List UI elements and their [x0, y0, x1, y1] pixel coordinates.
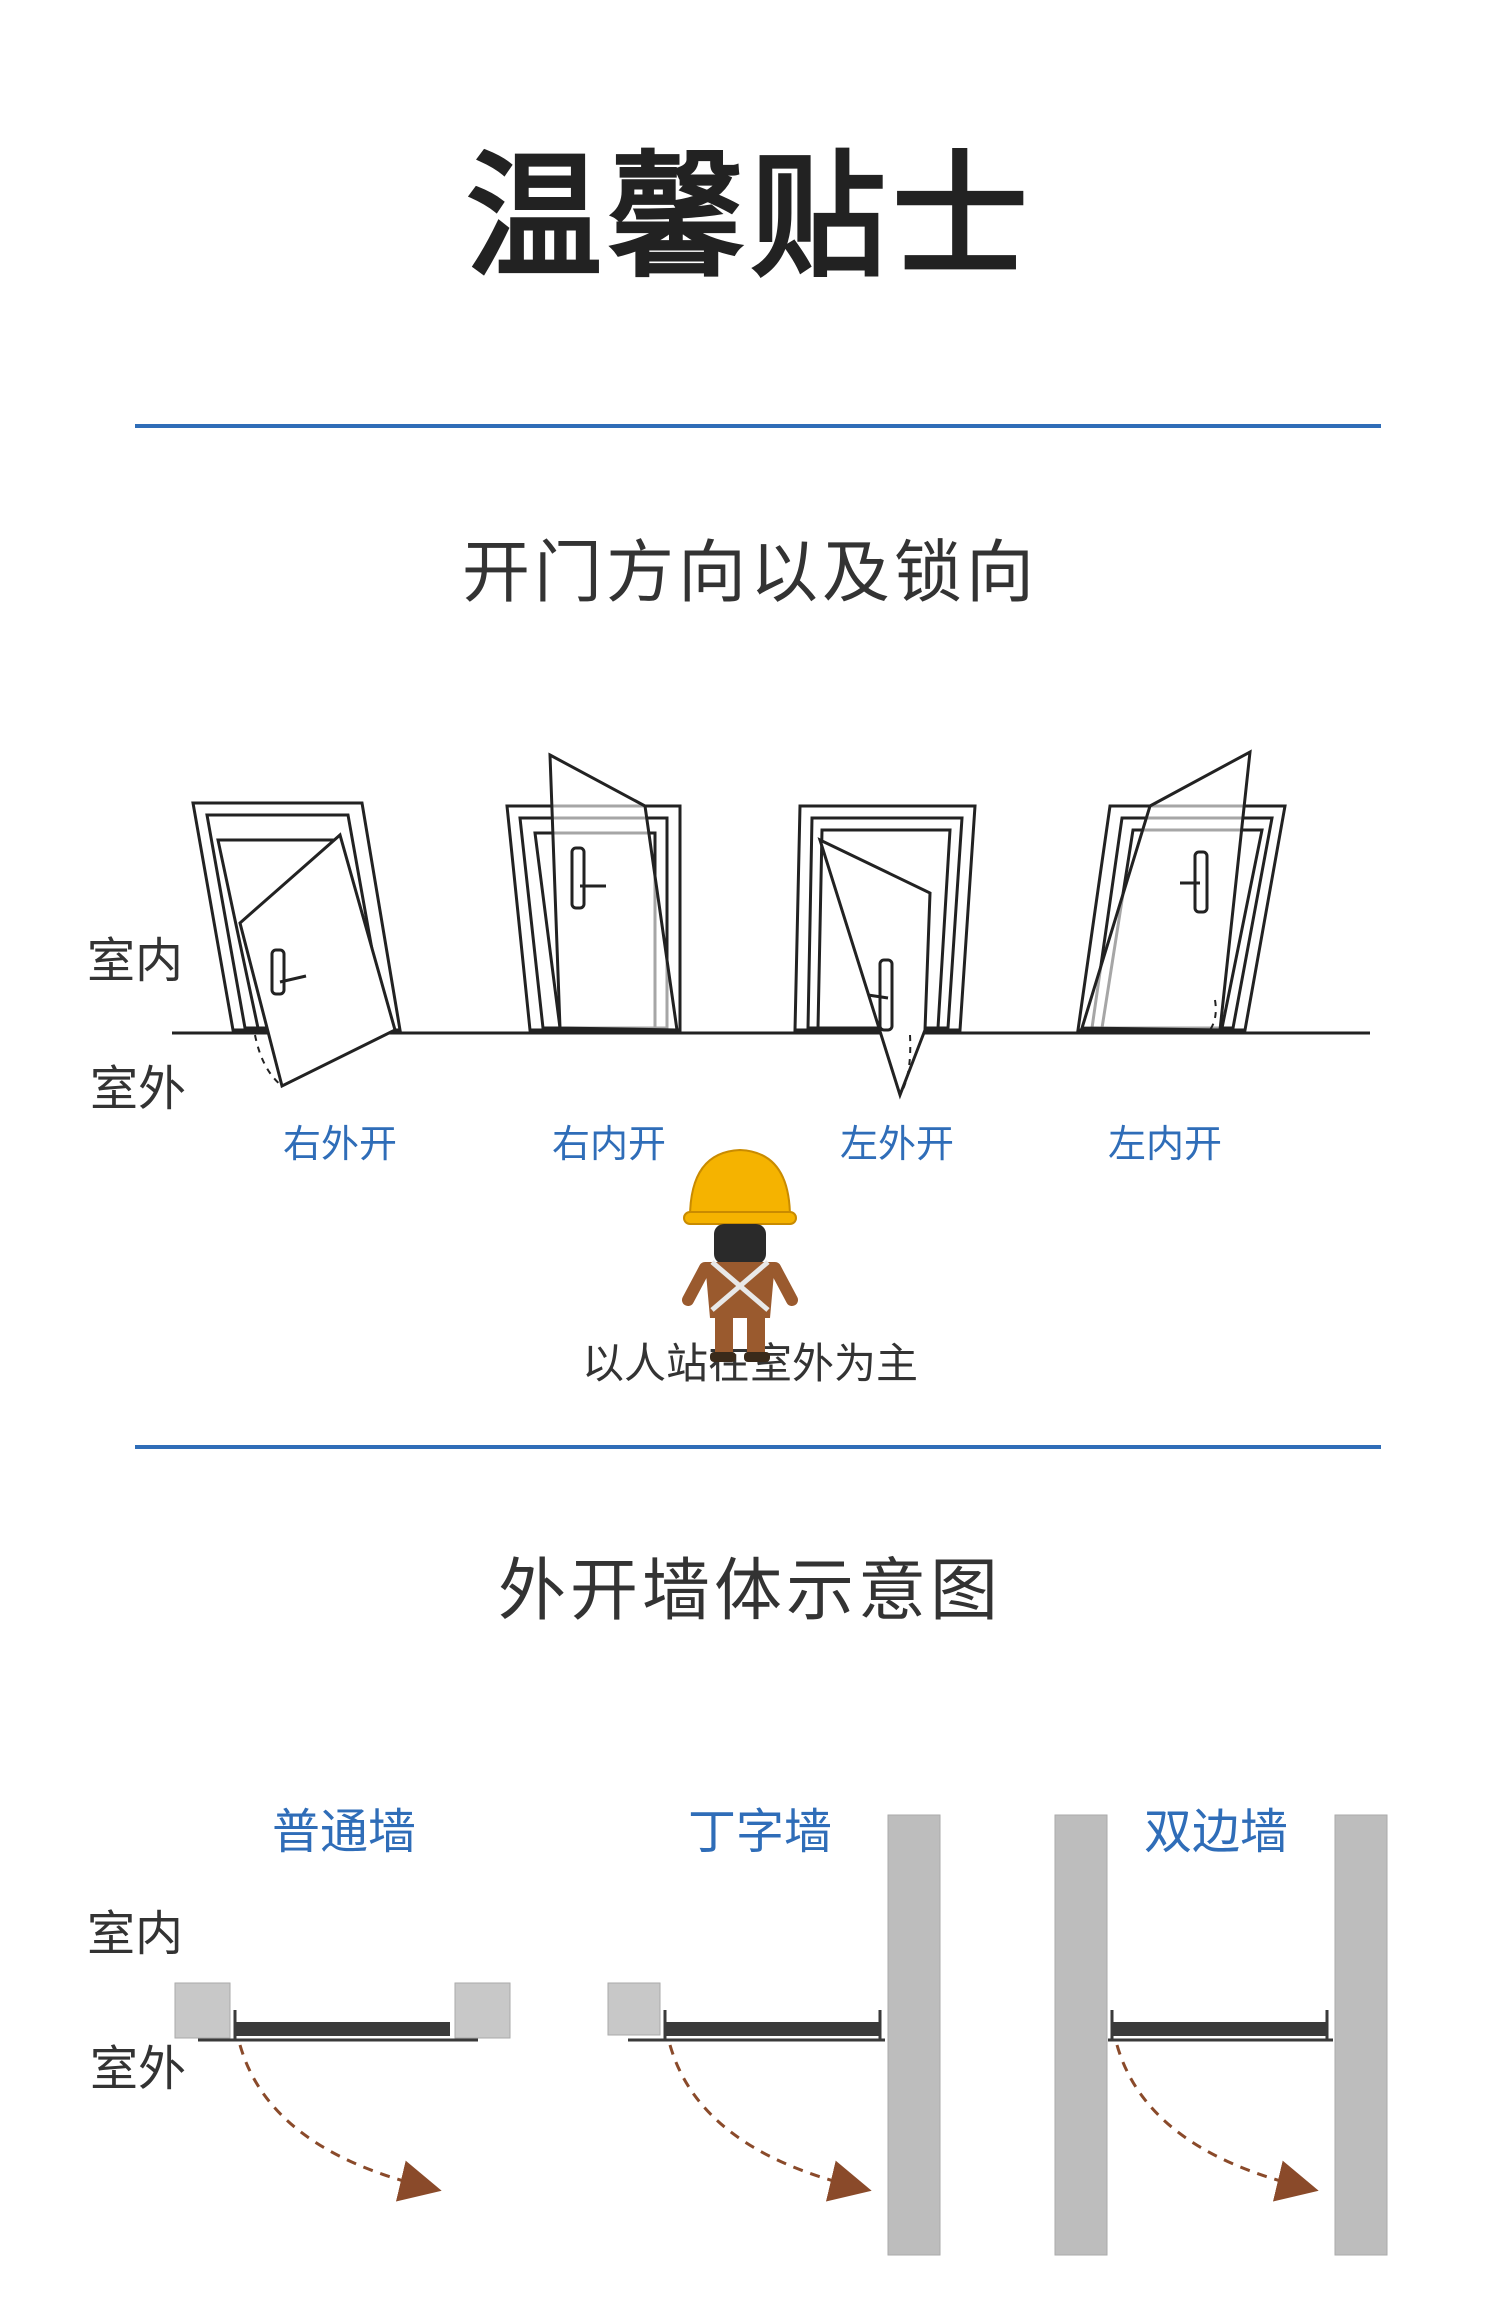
door-right-inward	[505, 752, 682, 1032]
wall-normal	[174, 1982, 511, 2202]
section-divider-middle	[135, 1445, 1381, 1449]
door-right-outward	[191, 801, 402, 1089]
door-outdoor-label: 室外	[90, 1061, 187, 1117]
door-label-right-inward: 右内开	[552, 1122, 667, 1166]
section-divider-top	[135, 424, 1381, 428]
swing-arrow-icon	[1115, 2044, 1319, 2202]
wall-outdoor-label: 室外	[90, 2041, 187, 2097]
door-label-left-inward: 左内开	[1108, 1122, 1223, 1166]
swing-arrow-icon	[668, 2044, 872, 2202]
door-slab	[235, 2022, 450, 2036]
door-slab	[665, 2022, 880, 2036]
wall-double	[1054, 1814, 1388, 2256]
door-left-outward	[793, 804, 977, 1100]
door-indoor-label: 室内	[87, 933, 184, 989]
page-title: 温馨贴士	[466, 139, 1034, 297]
wall-label-normal: 普通墙	[272, 1804, 417, 1860]
door-label-right-outward: 右外开	[283, 1122, 398, 1166]
swing-arrow-icon	[238, 2044, 442, 2202]
door-left-inward	[1076, 749, 1287, 1032]
door-label-left-outward: 左外开	[840, 1122, 955, 1166]
door-handle-icon	[570, 846, 586, 910]
wall-label-double: 双边墙	[1144, 1804, 1289, 1860]
door-handle-icon	[270, 948, 286, 996]
door-handle-icon	[878, 958, 894, 1032]
worker-icon	[682, 1148, 798, 1362]
wall-indoor-label: 室内	[87, 1906, 184, 1962]
door-slab	[1112, 2022, 1327, 2036]
door-section-title: 开门方向以及锁向	[461, 534, 1038, 613]
wall-section-title: 外开墙体示意图	[497, 1552, 1002, 1631]
wall-t	[607, 1814, 941, 2256]
wall-label-t: 丁字墙	[688, 1804, 833, 1860]
